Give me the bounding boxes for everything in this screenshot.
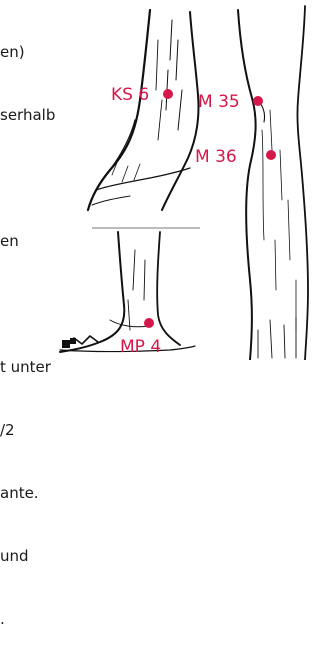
acupoint-m36: M 36 xyxy=(195,147,276,167)
acupoint-label: KS 6 xyxy=(111,85,149,105)
text-line: /2 xyxy=(0,420,125,441)
acupoint-marker xyxy=(253,96,263,106)
acupoint-marker xyxy=(144,318,154,328)
text-line: . xyxy=(0,609,125,630)
text-line: und xyxy=(0,546,125,567)
acupoint-label: MP 4 xyxy=(120,337,161,357)
text-line: t unter xyxy=(0,357,125,378)
acupoint-marker xyxy=(163,89,173,99)
leg-sketch xyxy=(238,6,308,360)
forearm-sketch xyxy=(88,10,199,210)
text-line: ante. xyxy=(0,483,125,504)
acupoint-mp4: MP 4 xyxy=(120,318,161,357)
acupoint-ks6: KS 6 xyxy=(111,85,173,105)
acupoint-marker xyxy=(266,150,276,160)
acupoint-label: M 35 xyxy=(198,92,240,112)
foot-sketch xyxy=(60,232,195,352)
acupoint-m35: M 35 xyxy=(198,92,263,112)
acupoint-label: M 36 xyxy=(195,147,237,167)
anatomy-illustration: KS 6 M 35 M 36 MP 4 xyxy=(0,0,331,360)
